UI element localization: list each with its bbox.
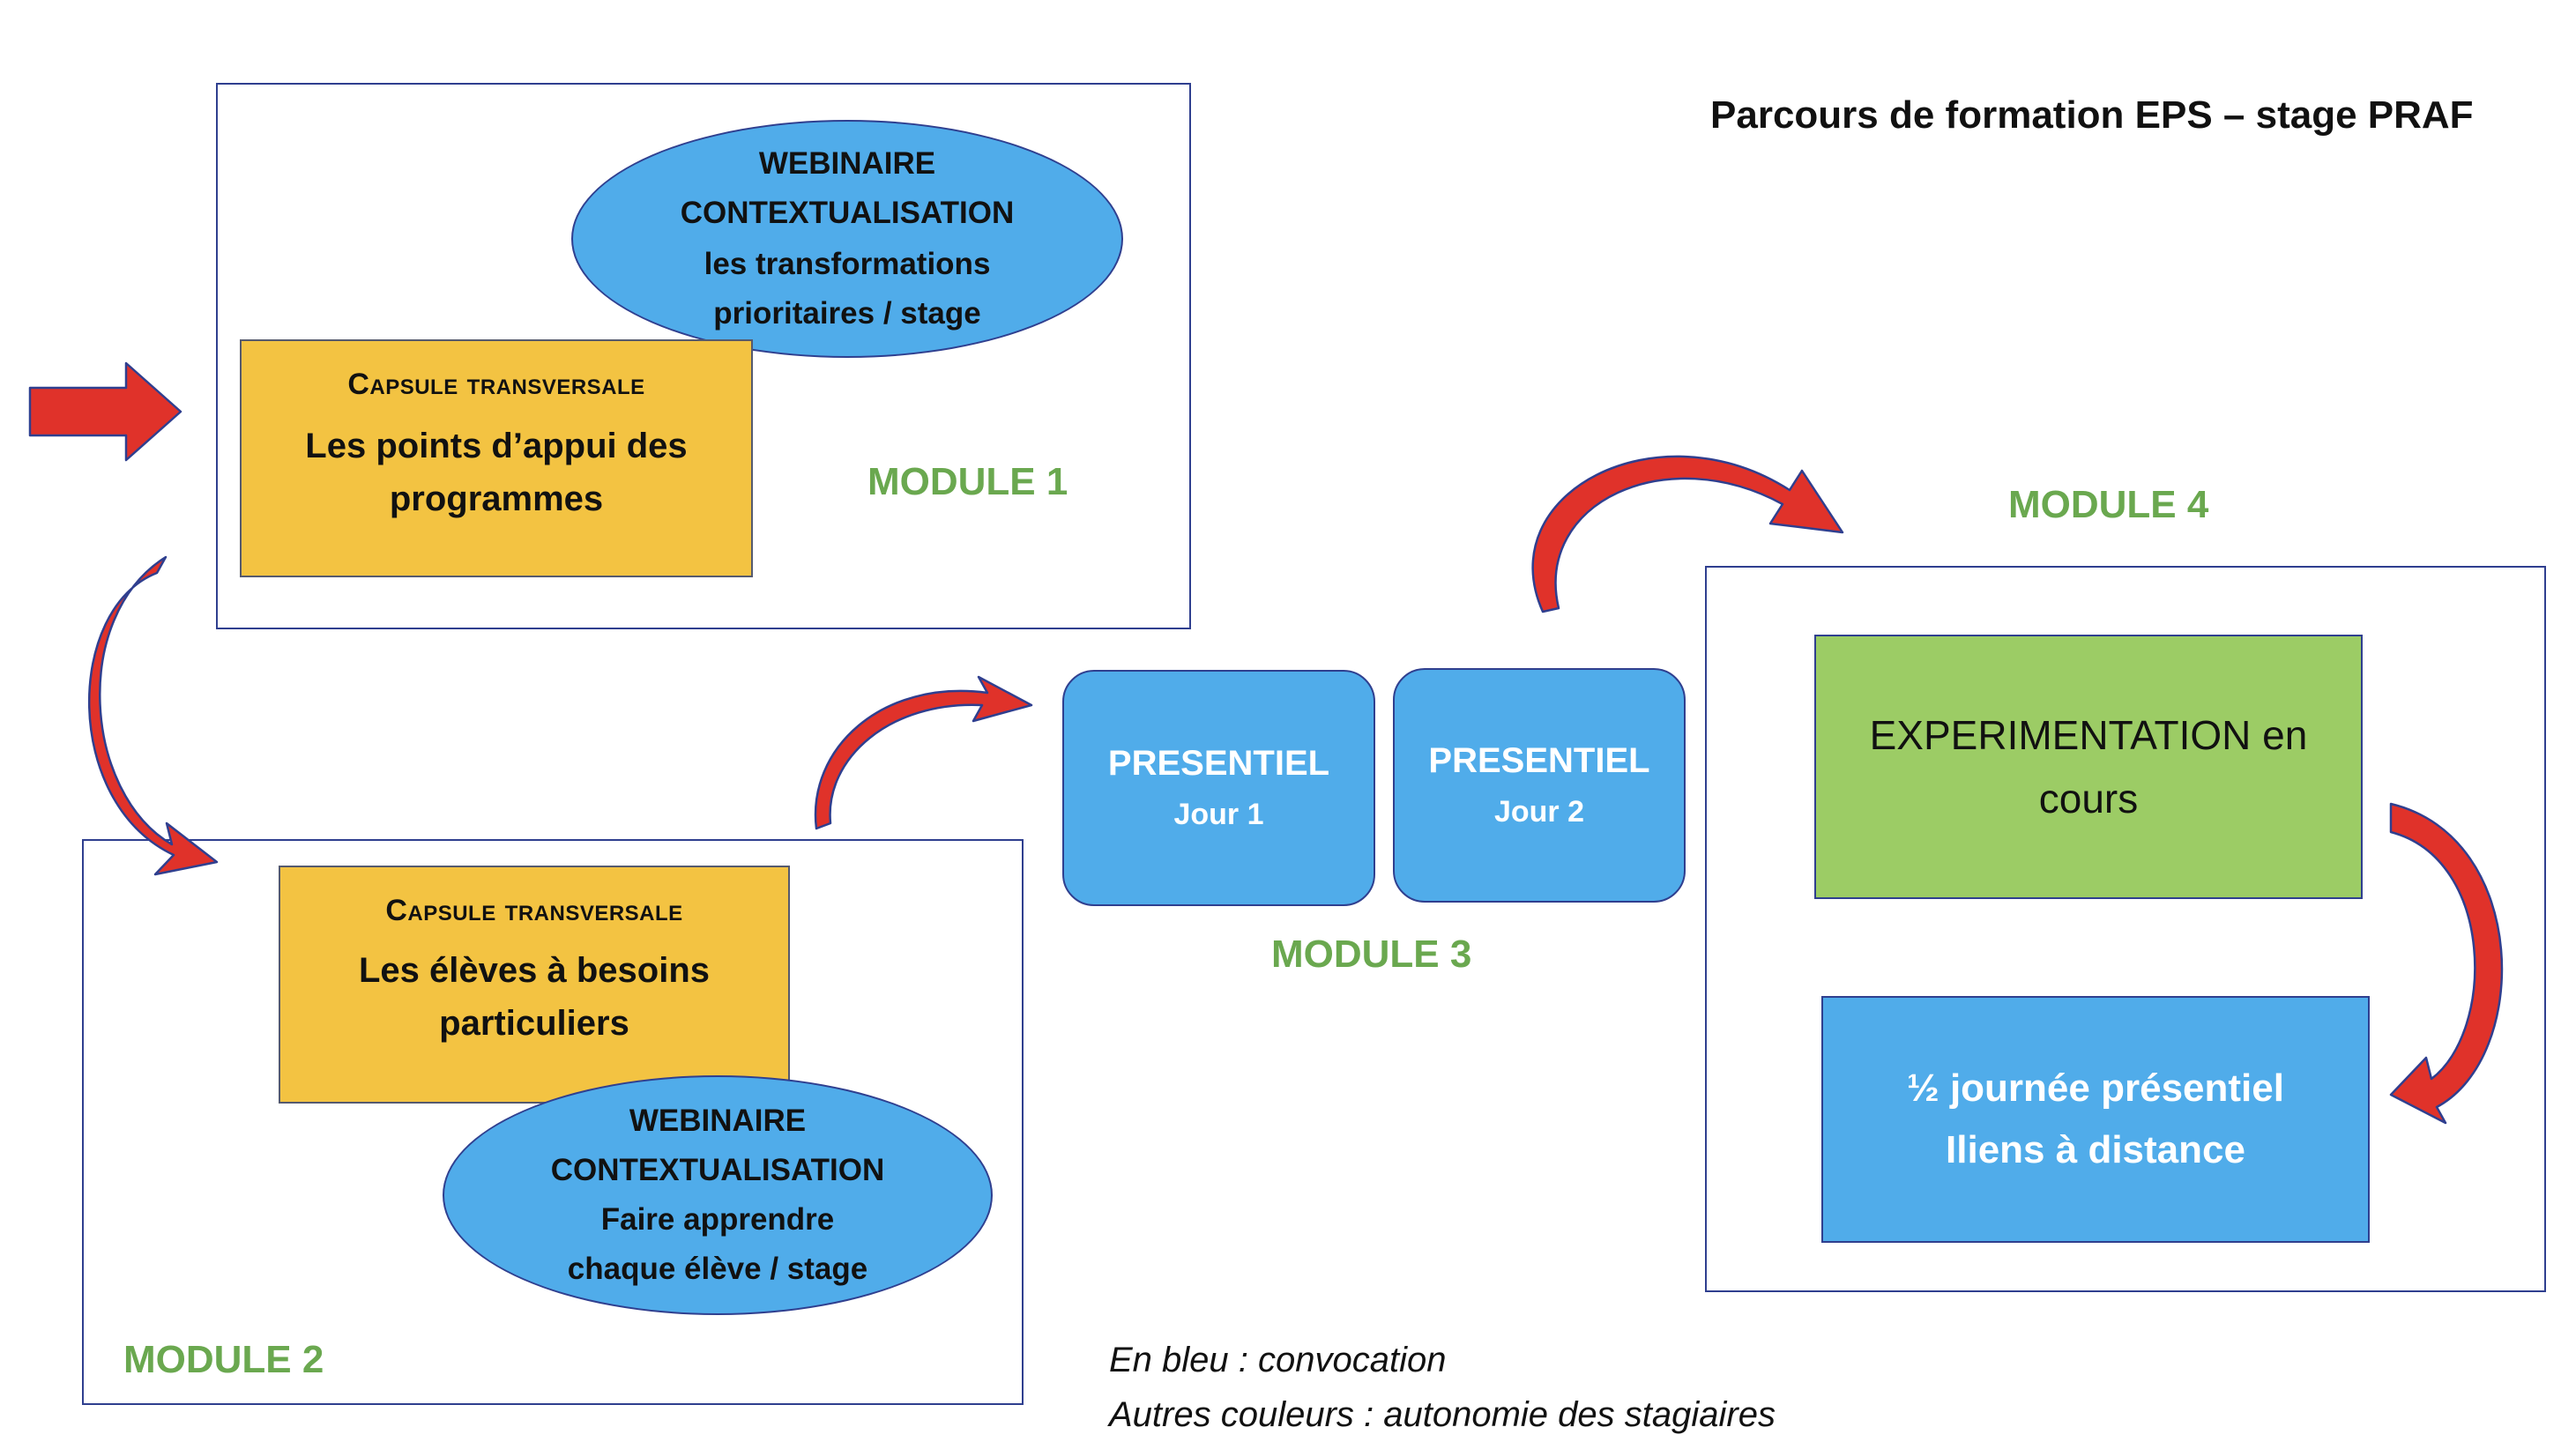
curved-arrow-icon xyxy=(88,555,219,876)
module-2-label: MODULE 2 xyxy=(123,1338,324,1381)
webinaire-subtitle: CONTEXTUALISATION xyxy=(550,1153,885,1187)
legend-line-blue: En bleu : convocation xyxy=(1109,1341,1447,1379)
demi-journee-box: ½ journée présentiel Iliens à distance xyxy=(1821,996,2370,1243)
presentiel-day: Jour 2 xyxy=(1493,795,1585,829)
webinaire-line: prioritaires / stage xyxy=(713,296,981,331)
page-title: Parcours de formation EPS – stage PRAF xyxy=(1710,93,2474,137)
presentiel-day-2: PRESENTIEL Jour 2 xyxy=(1393,668,1686,903)
module-1-capsule-box: Capsule transversale Les points d’appui … xyxy=(240,339,753,577)
presentiel-title: PRESENTIEL xyxy=(1107,744,1330,783)
curved-arrow-icon xyxy=(814,675,1033,830)
capsule-text-line: particuliers xyxy=(439,1004,629,1043)
entry-arrow-icon xyxy=(28,361,182,462)
module-1-label: MODULE 1 xyxy=(867,460,1068,503)
module-3-label: MODULE 3 xyxy=(1271,933,1472,976)
curved-arrow-icon xyxy=(1531,455,1844,613)
webinaire-line: les transformations xyxy=(704,247,991,281)
webinaire-line: Faire apprendre xyxy=(600,1202,835,1237)
module-2-capsule-box: Capsule transversale Les élèves à besoin… xyxy=(279,866,790,1104)
presentiel-title: PRESENTIEL xyxy=(1428,741,1650,780)
module-4-label: MODULE 4 xyxy=(2008,483,2209,526)
webinaire-line: chaque élève / stage xyxy=(567,1252,868,1286)
demi-journee-line: Iliens à distance xyxy=(1946,1128,2245,1171)
curved-arrow-icon xyxy=(2389,802,2504,1125)
capsule-text-line: Les élèves à besoins xyxy=(358,951,710,990)
module-1-webinaire-ellipse: WEBINAIRE CONTEXTUALISATION les transfor… xyxy=(571,120,1123,358)
module-2-webinaire-ellipse: WEBINAIRE CONTEXTUALISATION Faire appren… xyxy=(443,1075,993,1315)
experimentation-box: EXPERIMENTATION en cours xyxy=(1814,635,2363,899)
webinaire-title: WEBINAIRE xyxy=(629,1104,807,1138)
presentiel-day: Jour 1 xyxy=(1173,798,1264,831)
webinaire-title: WEBINAIRE xyxy=(758,146,936,181)
legend: En bleu : convocation Autres couleurs : … xyxy=(1109,1333,1776,1442)
capsule-title: Capsule transversale xyxy=(385,894,683,927)
experimentation-line: cours xyxy=(2038,776,2139,821)
capsule-title: Capsule transversale xyxy=(347,368,645,401)
legend-line-others: Autres couleurs : autonomie des stagiair… xyxy=(1109,1395,1776,1434)
demi-journee-line: ½ journée présentiel xyxy=(1907,1067,2284,1110)
experimentation-line: EXPERIMENTATION en xyxy=(1869,712,2308,758)
capsule-text-line: programmes xyxy=(389,479,604,518)
webinaire-subtitle: CONTEXTUALISATION xyxy=(680,196,1015,230)
presentiel-day-1: PRESENTIEL Jour 1 xyxy=(1062,670,1375,906)
capsule-text-line: Les points d’appui des xyxy=(305,427,688,465)
